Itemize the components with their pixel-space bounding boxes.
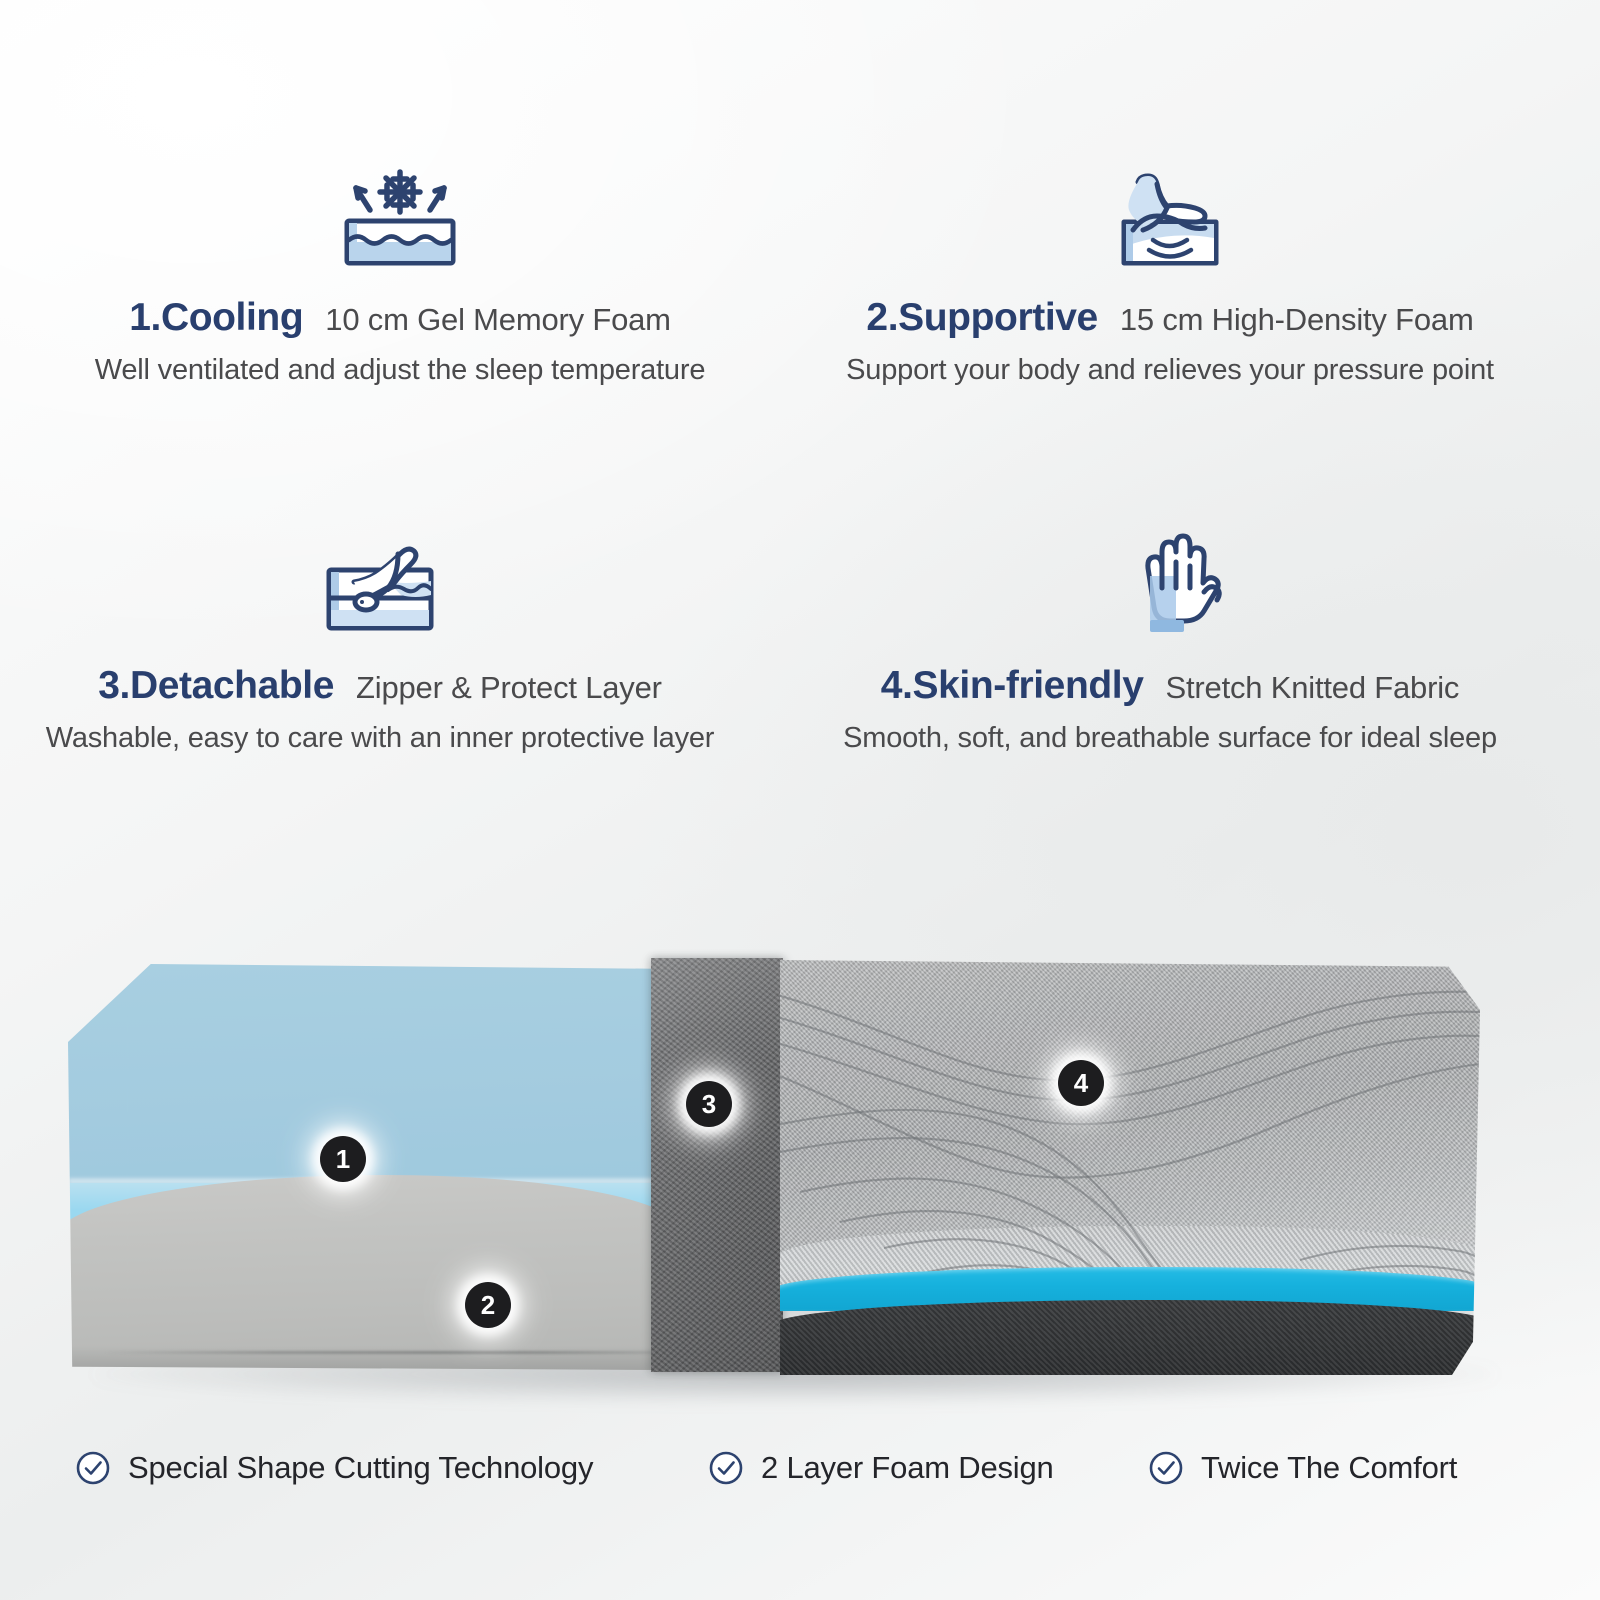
feature-spec: Zipper & Protect Layer <box>356 670 662 705</box>
feature-block-cooling: 1.Cooling 10 cm Gel Memory Foam Well ven… <box>20 150 780 387</box>
mattress-cutaway-illustration <box>0 900 1600 1460</box>
covered-mattress-block <box>780 960 1480 1375</box>
supportive-body-pressure-icon <box>790 150 1550 268</box>
benefit-item-2: 2 Layer Foam Design <box>708 1450 1054 1486</box>
feature-title-row: 4.Skin-friendly Stretch Knitted Fabric <box>790 664 1550 708</box>
feature-block-skin-friendly: 4.Skin-friendly Stretch Knitted Fabric S… <box>790 518 1550 755</box>
high-density-support-foam <box>68 1175 668 1370</box>
stretch-knitted-fabric-top <box>780 960 1480 1276</box>
feature-description: Well ventilated and adjust the sleep tem… <box>94 354 706 386</box>
callout-badge-1[interactable]: 1 <box>320 1136 366 1182</box>
benefit-label: Twice The Comfort <box>1201 1450 1458 1485</box>
feature-spec: 15 cm High-Density Foam <box>1119 302 1474 337</box>
mattress-body <box>780 960 1480 1375</box>
benefit-item-1: Special Shape Cutting Technology <box>75 1450 593 1486</box>
check-circle-icon <box>1149 1451 1183 1485</box>
support-foam-base-seam <box>104 1351 668 1354</box>
callout-badge-4[interactable]: 4 <box>1058 1060 1104 1106</box>
benefit-item-3: Twice The Comfort <box>1148 1450 1457 1486</box>
zipper-cover-edge-band <box>651 958 783 1372</box>
feature-number-title: 3.Detachable <box>98 664 335 707</box>
feature-description: Washable, easy to care with an inner pro… <box>45 722 715 754</box>
feature-description: Support your body and relieves your pres… <box>846 354 1494 386</box>
feature-number-title: 4.Skin-friendly <box>880 664 1144 707</box>
feature-grid: 1.Cooling 10 cm Gel Memory Foam Well ven… <box>0 150 1600 810</box>
feature-title-row: 3.Detachable Zipper & Protect Layer <box>0 664 760 708</box>
feature-description: Smooth, soft, and breathable surface for… <box>843 722 1497 754</box>
skin-friendly-hand-icon <box>790 518 1550 636</box>
support-foam-shading <box>68 1345 668 1370</box>
callout-badge-3[interactable]: 3 <box>686 1081 732 1127</box>
detachable-zipper-cover-icon <box>0 518 760 636</box>
feature-number-title: 1.Cooling <box>129 296 304 339</box>
feature-title-row: 2.Supportive 15 cm High-Density Foam <box>790 296 1550 340</box>
feature-block-supportive: 2.Supportive 15 cm High-Density Foam Sup… <box>790 150 1550 387</box>
benefit-label: Special Shape Cutting Technology <box>128 1450 594 1485</box>
exposed-foam-block <box>68 964 668 1370</box>
feature-block-detachable: 3.Detachable Zipper & Protect Layer Wash… <box>0 518 760 755</box>
check-circle-icon <box>709 1451 743 1485</box>
mattress-dark-base <box>780 1300 1480 1375</box>
callout-badge-2[interactable]: 2 <box>465 1282 511 1328</box>
cooling-mattress-snowflake-icon <box>20 150 780 268</box>
benefit-label: 2 Layer Foam Design <box>761 1450 1054 1485</box>
benefit-bullet-row: Special Shape Cutting Technology 2 Layer… <box>0 1440 1600 1530</box>
feature-title-row: 1.Cooling 10 cm Gel Memory Foam <box>20 296 780 340</box>
feature-number-title: 2.Supportive <box>866 296 1098 339</box>
feature-spec: 10 cm Gel Memory Foam <box>325 302 671 337</box>
feature-spec: Stretch Knitted Fabric <box>1165 670 1460 705</box>
check-circle-icon <box>76 1451 110 1485</box>
